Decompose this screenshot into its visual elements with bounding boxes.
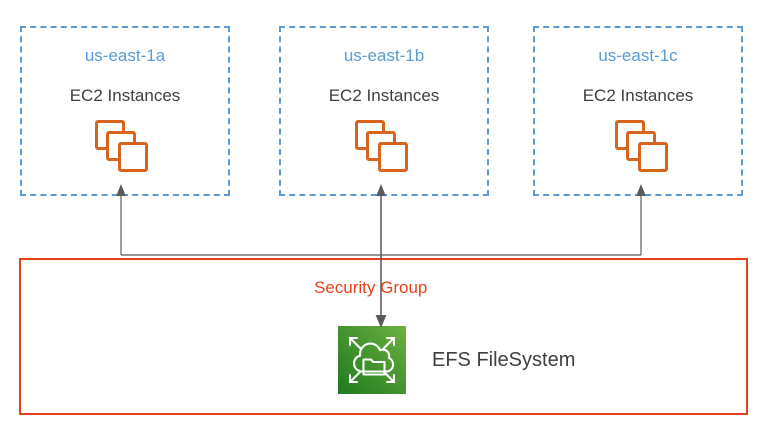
ec2-square-front [378,142,408,172]
availability-zone-box-us-east-1c: us-east-1c EC2 Instances [533,26,743,196]
az-resource-label-us-east-1c: EC2 Instances [582,86,694,105]
efs-filesystem-label: EFS FileSystem [432,349,576,371]
ec2-square-front [118,142,148,172]
az-label-us-east-1b: us-east-1b [343,46,425,65]
security-group-box [19,258,748,415]
availability-zone-box-us-east-1b: us-east-1b EC2 Instances [279,26,489,196]
ec2-instances-icon [95,120,151,172]
availability-zone-box-us-east-1a: us-east-1a EC2 Instances [20,26,230,196]
az-label-us-east-1c: us-east-1c [598,46,678,65]
ec2-instances-icon [615,120,671,172]
efs-filesystem-icon [338,326,406,394]
ec2-instances-icon [355,120,411,172]
security-group-label: Security Group [314,278,428,297]
az-resource-label-us-east-1b: EC2 Instances [328,86,440,105]
ec2-square-front [638,142,668,172]
az-label-us-east-1a: us-east-1a [84,46,166,65]
az-resource-label-us-east-1a: EC2 Instances [69,86,181,105]
